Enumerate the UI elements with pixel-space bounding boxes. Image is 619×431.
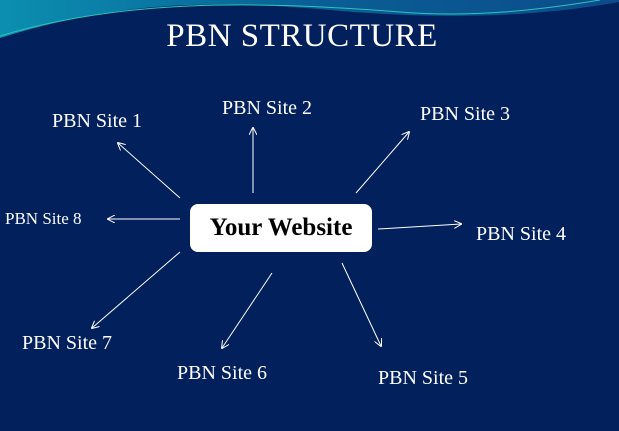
- pbn-site-3-label: PBN Site 3: [420, 103, 511, 125]
- slide-title: PBN STRUCTURE: [166, 18, 438, 54]
- your-website-box: Your Website: [190, 204, 372, 252]
- arrow-to-pbn-site-6: [222, 272, 273, 348]
- pbn-site-4-label: PBN Site 4: [476, 223, 567, 245]
- pbn-site-6-label: PBN Site 6: [177, 362, 268, 384]
- pbn-site-1-label: PBN Site 1: [52, 110, 143, 132]
- pbn-site-7-label: PBN Site 7: [22, 332, 113, 354]
- pbn-site-2-label: PBN Site 2: [222, 97, 313, 119]
- header-wave: [0, 0, 619, 38]
- arrow-to-pbn-site-1: [118, 143, 181, 199]
- arrow-to-pbn-site-4: [377, 224, 461, 230]
- arrow-to-pbn-site-7: [92, 251, 181, 328]
- header-wave-line: [0, 0, 601, 37]
- arrow-to-pbn-site-5: [341, 262, 381, 346]
- pbn-site-5-label: PBN Site 5: [378, 367, 469, 389]
- arrow-to-pbn-site-3: [355, 132, 409, 194]
- pbn-site-8-label: PBN Site 8: [5, 209, 82, 228]
